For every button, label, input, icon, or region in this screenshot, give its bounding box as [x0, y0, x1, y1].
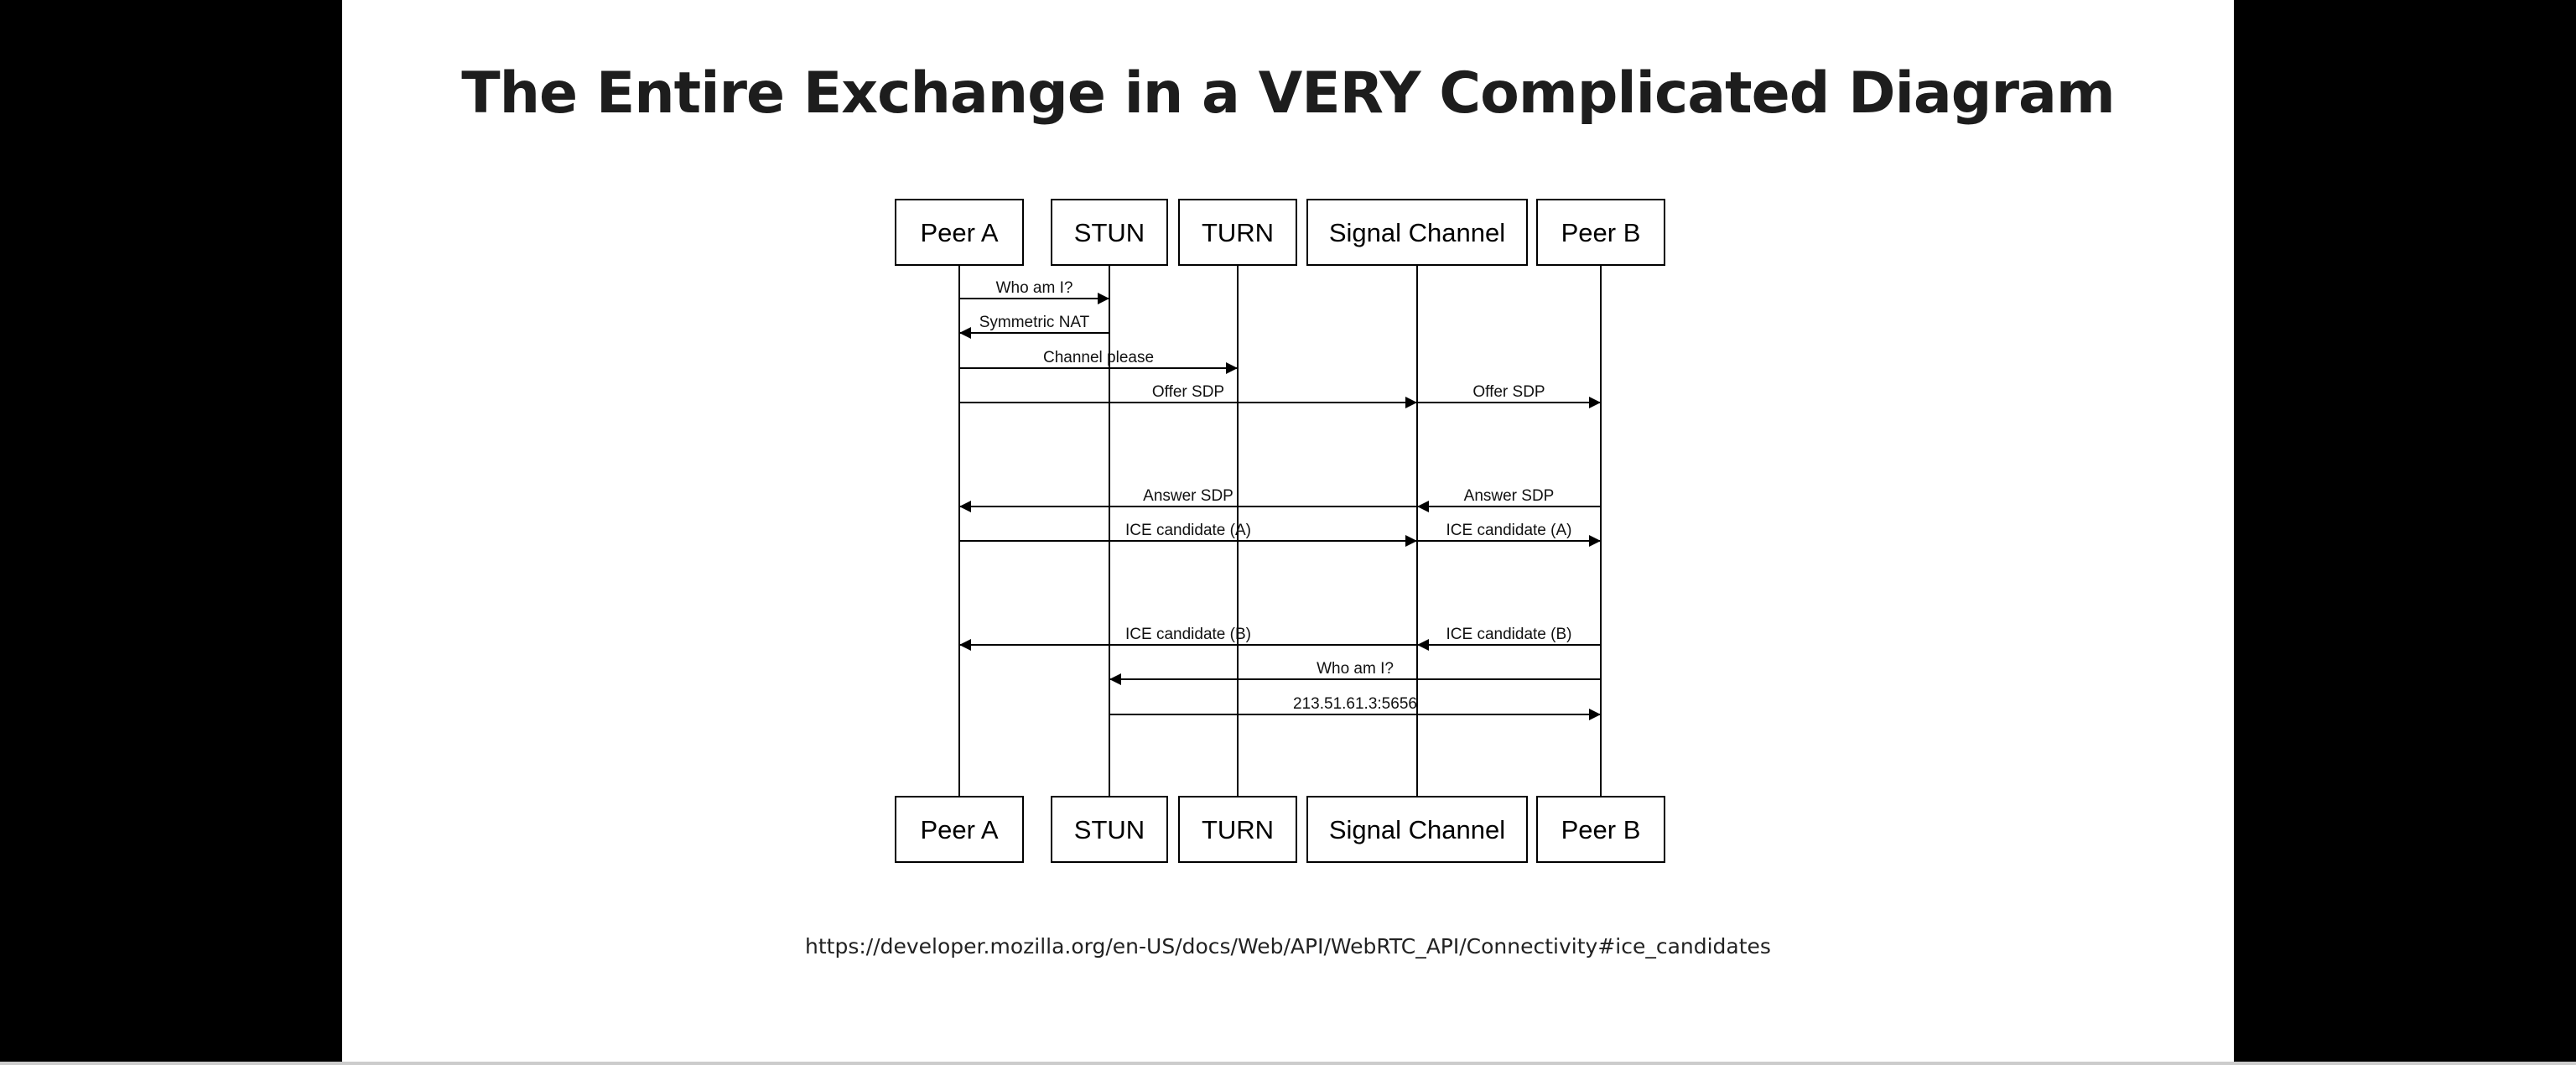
- participant-label: Peer A: [920, 815, 998, 844]
- message-label: ICE candidate (B): [1125, 626, 1251, 643]
- participant-turn-bottom: TURN: [1178, 796, 1297, 863]
- participant-signal-top: Signal Channel: [1306, 199, 1528, 266]
- participant-label: STUN: [1074, 218, 1145, 247]
- participant-box: [1178, 796, 1297, 863]
- participant-label: Peer B: [1561, 815, 1641, 844]
- participant-box: [1051, 796, 1168, 863]
- message-arrow: Who am I?: [959, 279, 1109, 304]
- participant-label: Peer A: [920, 218, 998, 247]
- message-label: Channel please: [1043, 349, 1154, 366]
- participant-signal-bottom: Signal Channel: [1306, 796, 1528, 863]
- participant-label: Signal Channel: [1329, 815, 1505, 844]
- participant-box: [895, 199, 1024, 266]
- message-arrow: ICE candidate (A): [959, 522, 1417, 547]
- message-label: Offer SDP: [1152, 383, 1224, 401]
- message-arrow: Offer SDP: [1417, 383, 1601, 408]
- message-arrow: Offer SDP: [959, 383, 1417, 408]
- message-arrow: Answer SDP: [959, 487, 1417, 512]
- message-arrow: 213.51.61.3:5656: [1109, 695, 1601, 720]
- message-arrow: Who am I?: [1109, 660, 1601, 685]
- slide-title: The Entire Exchange in a VERY Complicate…: [461, 60, 2116, 127]
- message-arrow: Channel please: [959, 349, 1238, 374]
- participant-label: Peer B: [1561, 218, 1641, 247]
- bottom-border: [0, 1062, 2576, 1065]
- message-label: 213.51.61.3:5656: [1293, 695, 1417, 713]
- message-arrow: ICE candidate (A): [1417, 522, 1601, 547]
- participant-stun-top: STUN: [1051, 199, 1168, 266]
- message-label: Answer SDP: [1143, 487, 1233, 505]
- message-arrow: ICE candidate (B): [1417, 626, 1601, 651]
- participant-box: [1536, 796, 1665, 863]
- message-arrow: Answer SDP: [1417, 487, 1601, 512]
- message-label: Symmetric NAT: [979, 314, 1090, 331]
- message-label: Offer SDP: [1472, 383, 1545, 401]
- message-arrow: ICE candidate (B): [959, 626, 1417, 651]
- participant-turn-top: TURN: [1178, 199, 1297, 266]
- participant-label: TURN: [1202, 815, 1274, 844]
- participant-box: [1306, 199, 1528, 266]
- message-label: ICE candidate (B): [1446, 626, 1572, 643]
- participant-peer-b-bottom: Peer B: [1536, 796, 1665, 863]
- message-arrow: Symmetric NAT: [959, 314, 1109, 339]
- message-label: Who am I?: [1317, 660, 1394, 678]
- participant-box: [1536, 199, 1665, 266]
- participant-box: [1306, 796, 1528, 863]
- participant-label: Signal Channel: [1329, 218, 1505, 247]
- slide: The Entire Exchange in a VERY Complicate…: [342, 0, 2234, 1062]
- participant-box: [1051, 199, 1168, 266]
- participant-box: [895, 796, 1024, 863]
- message-label: ICE candidate (A): [1446, 522, 1572, 539]
- participant-label: TURN: [1202, 218, 1274, 247]
- message-label: Answer SDP: [1464, 487, 1555, 505]
- message-label: Who am I?: [996, 279, 1073, 297]
- participant-label: STUN: [1074, 815, 1145, 844]
- participant-peer-b-top: Peer B: [1536, 199, 1665, 266]
- participant-peer-a-top: Peer A: [895, 199, 1024, 266]
- participant-peer-a-bottom: Peer A: [895, 796, 1024, 863]
- participant-box: [1178, 199, 1297, 266]
- message-label: ICE candidate (A): [1125, 522, 1251, 539]
- source-link[interactable]: https://developer.mozilla.org/en-US/docs…: [805, 934, 1771, 958]
- participant-stun-bottom: STUN: [1051, 796, 1168, 863]
